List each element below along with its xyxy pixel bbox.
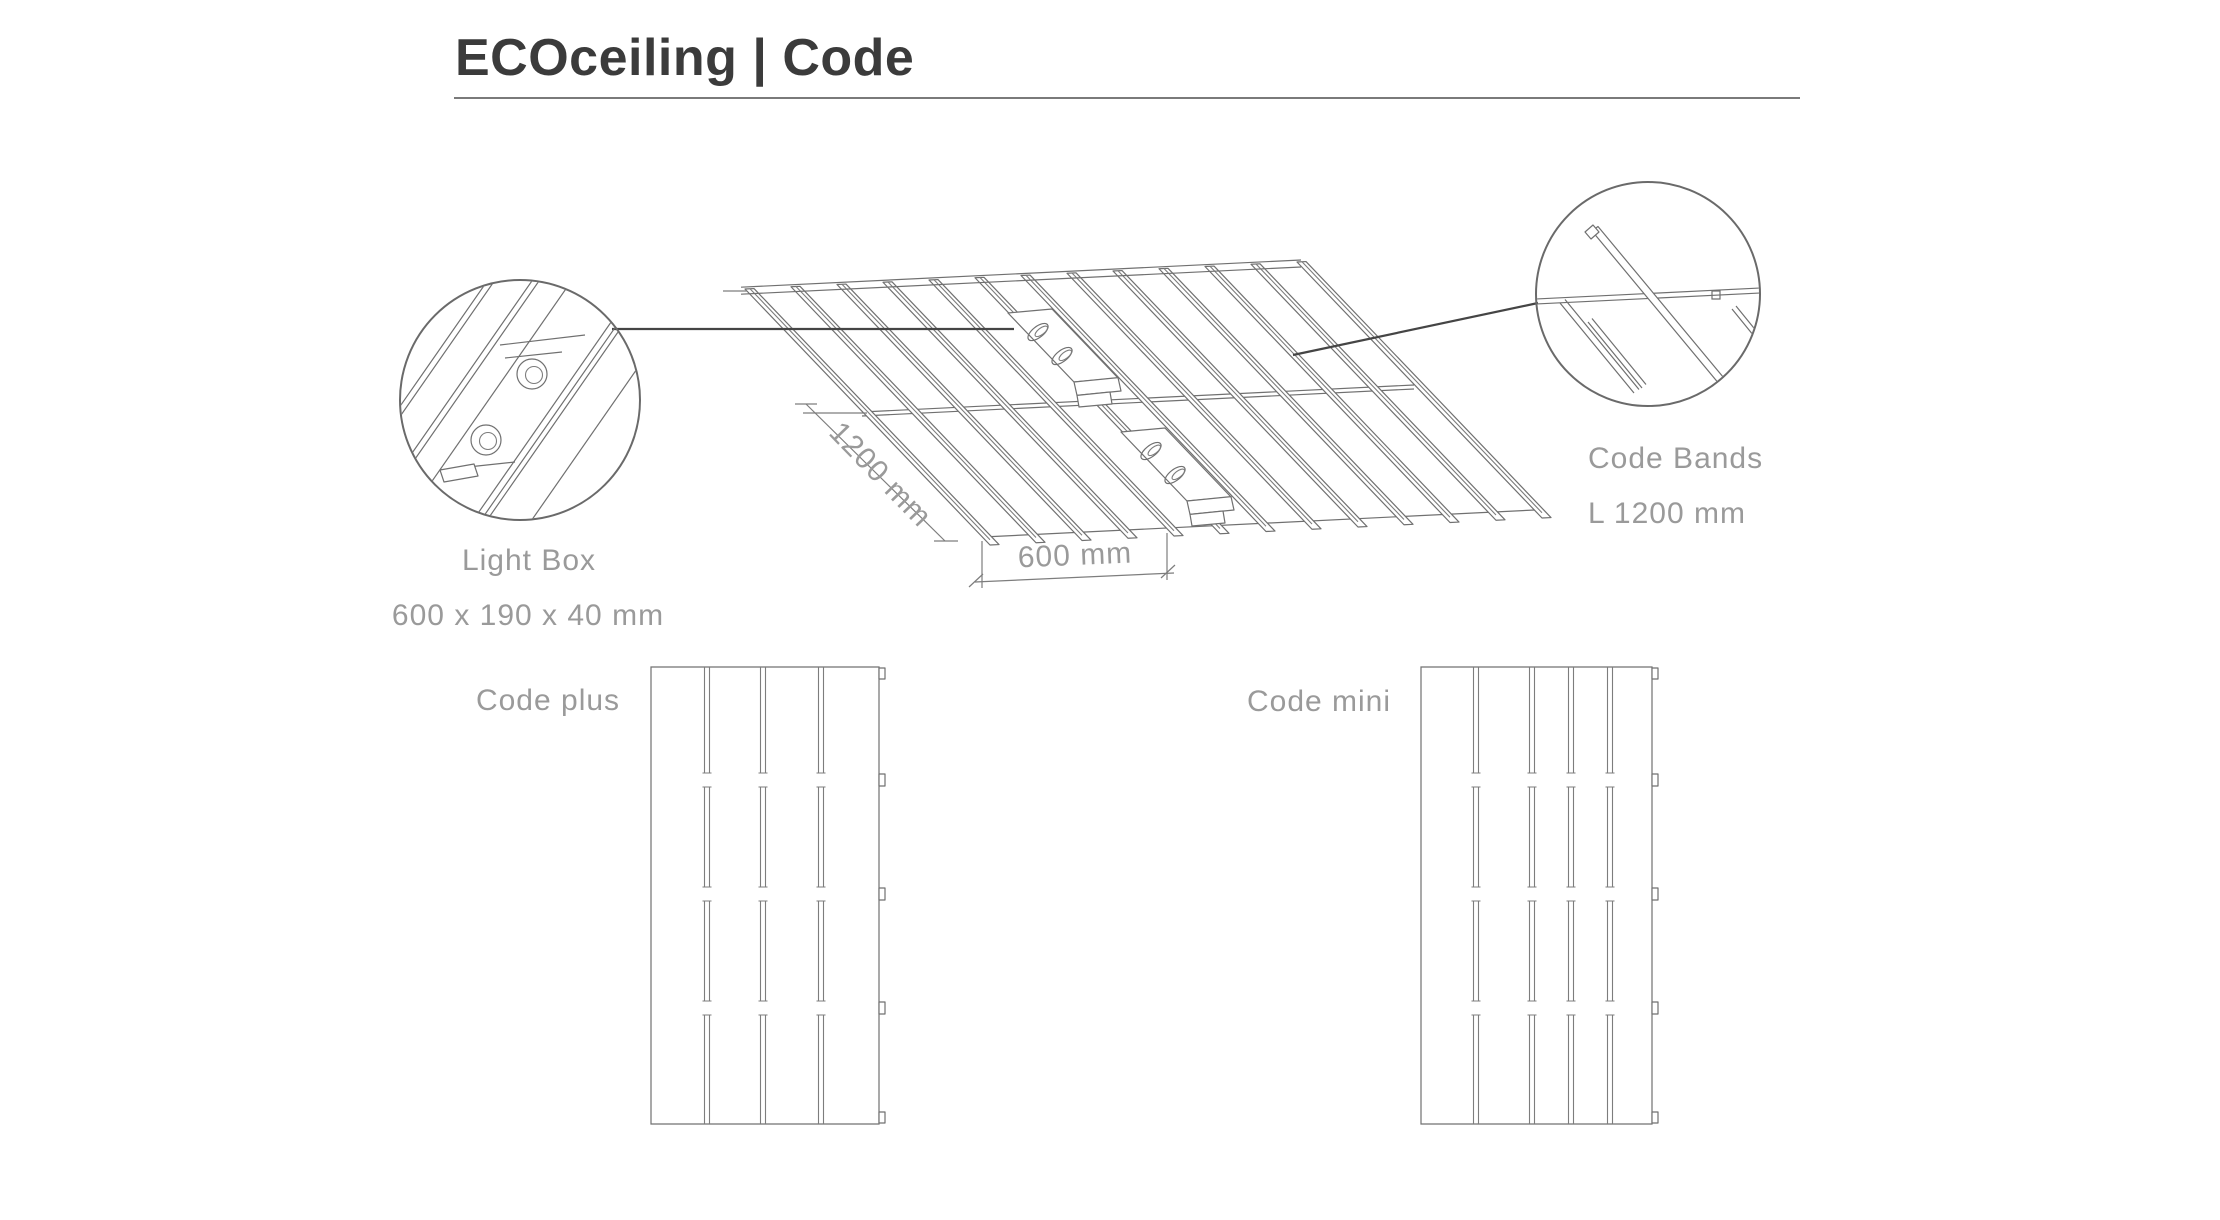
light-box-2 bbox=[1120, 427, 1235, 527]
light-box-dimensions-label: 600 x 190 x 40 mm bbox=[391, 599, 665, 632]
dimension-1200 bbox=[723, 290, 958, 542]
leader-line-code-bands bbox=[1292, 301, 1539, 357]
detail-circle-code-bands bbox=[1535, 181, 1761, 407]
panel-code-mini bbox=[1420, 666, 1659, 1125]
panel-label-code-mini: Code mini bbox=[1246, 685, 1392, 718]
panel-joint-ticks bbox=[1471, 772, 1615, 1016]
dimension-label-width: 600 mm bbox=[1017, 536, 1133, 575]
light-box-label: Light Box bbox=[461, 544, 597, 577]
title-divider bbox=[454, 97, 1800, 99]
page-title: ECOceiling | Code bbox=[455, 29, 915, 87]
dimension-600 bbox=[968, 533, 1176, 588]
ceiling-isometric-drawing bbox=[723, 259, 1552, 588]
panel-label-code-plus: Code plus bbox=[475, 684, 621, 717]
panel-edge-clips bbox=[1651, 667, 1659, 1124]
light-box-1 bbox=[1007, 308, 1122, 408]
detail-circle-light-box bbox=[399, 279, 641, 521]
panel-edge-clips bbox=[878, 667, 886, 1124]
top-rail bbox=[740, 259, 1302, 295]
panel-code-plus bbox=[650, 666, 886, 1125]
code-bands-label: Code Bands bbox=[1588, 442, 1764, 475]
panel-joint-ticks bbox=[702, 772, 826, 1016]
code-bands-length-label: L 1200 mm bbox=[1588, 497, 1746, 530]
